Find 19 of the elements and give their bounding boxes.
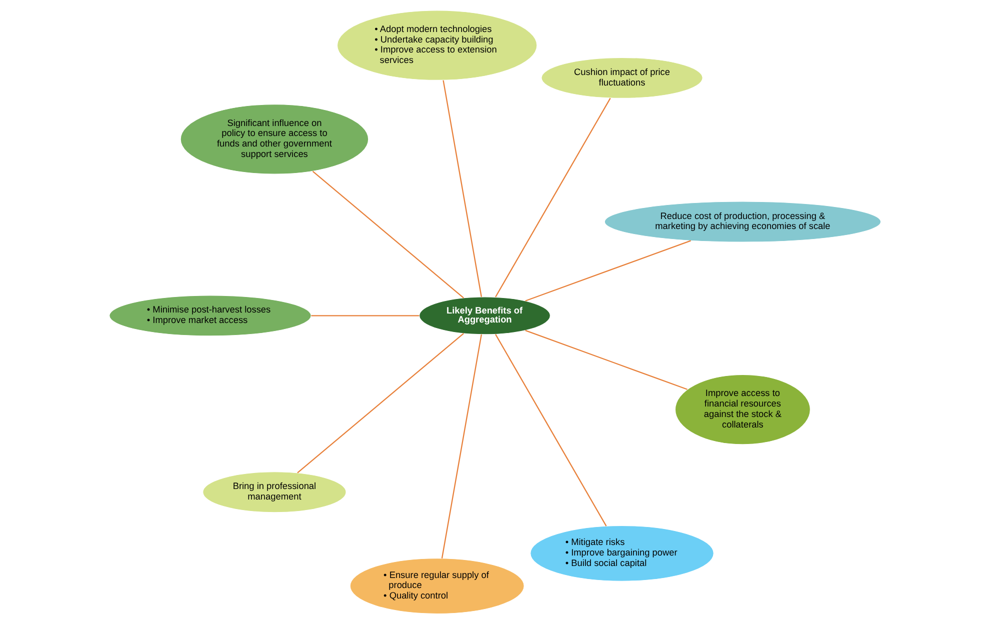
node-ellipse: Significant influence on policy to ensure access to funds and other government support services	[180, 104, 369, 174]
node-ellipse: Bring in professional management	[202, 472, 346, 513]
node-ellipse: Cushion impact of price fluctuations	[541, 57, 703, 98]
connector	[312, 170, 464, 298]
node-ellipse: • Minimise post-harvest losses • Improve market access	[109, 295, 312, 336]
connector	[311, 315, 420, 316]
connector	[525, 240, 691, 302]
node-ellipse: Improve access to financial resources against the stock & collaterals	[674, 374, 810, 445]
node-ellipse: Reduce cost of production, processing & marketing by achieving economies of scale	[604, 201, 882, 242]
connector	[441, 334, 482, 558]
connector	[495, 98, 611, 298]
connector	[297, 332, 464, 474]
node-ellipse: • Adopt modern technologies • Undertake capacity building • Improve access to extension services	[336, 10, 538, 80]
connector	[442, 80, 482, 297]
connector	[495, 334, 607, 526]
node-ellipse: Likely Benefits of Aggregation	[419, 296, 550, 335]
node-ellipse: • Ensure regular supply of produce • Quality control	[350, 558, 524, 614]
node-ellipse: • Mitigate risks • Improve bargaining power • Build social capital	[530, 525, 714, 582]
connector	[525, 330, 688, 390]
